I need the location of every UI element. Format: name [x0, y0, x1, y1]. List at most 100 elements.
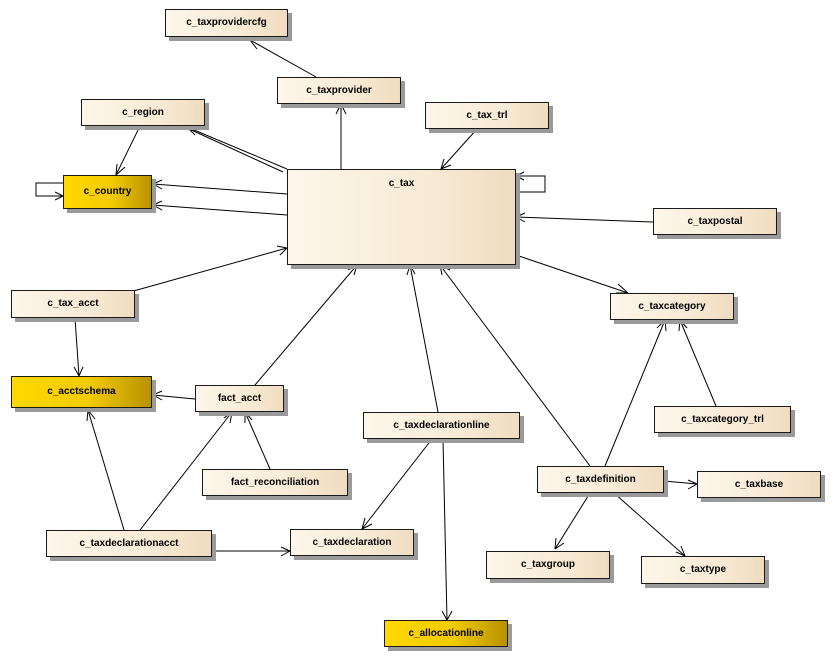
arrowhead [675, 551, 686, 557]
rel-taxdefinition-taxbase [663, 480, 698, 485]
arrowhead [361, 523, 373, 530]
arrowhead [152, 204, 163, 211]
arrowhead [515, 212, 526, 218]
entity-c_taxdefinition[interactable]: c_taxdefinition [537, 466, 664, 493]
arrowhead [439, 264, 451, 271]
entity-c_taxtype[interactable]: c_taxtype [641, 556, 765, 584]
entity-c_taxcategory_trl[interactable]: c_taxcategory_trl [654, 406, 791, 433]
arrowhead [440, 158, 445, 170]
arrowhead [54, 195, 64, 201]
arrowhead [152, 183, 163, 190]
arrowhead [554, 542, 565, 550]
arrowhead [353, 264, 358, 276]
arrowhead [515, 175, 525, 181]
entity-c_taxpostal[interactable]: c_taxpostal [653, 208, 777, 235]
rel-fact_acct-acctschema [152, 394, 196, 400]
rel-taxdeclarationline-taxdeclaration [361, 438, 433, 530]
entity-label: c_tax_acct [47, 298, 99, 309]
entity-label: c_taxpostal [687, 215, 743, 227]
rel-taxpostal-tax [515, 216, 654, 223]
arrowhead [186, 126, 196, 136]
rel-taxdefinition-taxtype [613, 492, 686, 557]
entity-c_allocationline[interactable]: c_allocationline [384, 620, 508, 647]
arrowhead [554, 537, 557, 550]
rel-taxcategory_trl-taxcategory [679, 319, 717, 407]
rel-tax-country-2 [152, 204, 288, 216]
arrowhead [441, 610, 448, 621]
entity-label: c_taxdeclaration [312, 536, 392, 548]
arrowhead [617, 283, 629, 294]
entity-c_tax[interactable]: c_tax [287, 169, 516, 265]
entity-label: c_taxgroup [521, 559, 575, 570]
arrowhead [409, 264, 416, 275]
arrowhead [361, 517, 366, 530]
arrowhead [152, 390, 163, 396]
entity-label: fact_acct [217, 392, 262, 404]
arrowhead [678, 319, 681, 332]
rel-country-self [35, 182, 63, 197]
rel-tax_acct-tax [129, 247, 288, 293]
entity-c_acctschema[interactable]: c_acctschema [11, 376, 152, 408]
arrowhead [249, 39, 258, 50]
arrowhead [680, 545, 686, 557]
entity-fact_acct[interactable]: fact_acct [195, 385, 284, 412]
entity-label: c_region [122, 106, 164, 118]
rel-taxdefinition-taxgroup [554, 492, 591, 550]
arrowhead [280, 550, 291, 557]
entity-c_region[interactable]: c_region [81, 99, 205, 126]
arrowhead [229, 411, 233, 424]
rel-tax_acct-acctschema [74, 317, 80, 377]
rel-taxdeclarationacct-acctschema [87, 409, 125, 531]
entity-label: c_taxdefinition [565, 473, 636, 485]
arrowhead [280, 546, 291, 552]
rel-tax_trl-tax [440, 128, 478, 170]
arrowhead [86, 409, 89, 422]
arrowhead [687, 479, 698, 485]
arrowhead [679, 319, 688, 329]
arrowhead [440, 164, 452, 170]
rel-region-country [115, 125, 141, 176]
entity-label: c_acctschema [47, 386, 116, 397]
arrowhead [279, 247, 288, 256]
arrowhead [244, 411, 253, 421]
entity-label: c_taxprovider [306, 84, 372, 96]
entity-label: fact_reconciliation [230, 476, 320, 488]
entity-c_country[interactable]: c_country [63, 175, 152, 209]
arrowhead [54, 191, 64, 197]
arrowhead [515, 171, 525, 177]
entity-label: c_taxtype [679, 564, 727, 575]
entity-c_taxbase[interactable]: c_taxbase [697, 471, 821, 498]
rel-taxprovider-taxprovidercfg [249, 39, 317, 78]
arrowhead [687, 483, 698, 490]
entity-fact_reconciliation[interactable]: fact_reconciliation [202, 469, 348, 496]
entity-c_taxprovider[interactable]: c_taxprovider [277, 77, 401, 104]
entity-c_taxdeclaration[interactable]: c_taxdeclaration [290, 529, 414, 556]
entity-label: c_taxbase [734, 478, 784, 490]
entity-label: c_taxprovidercfg [186, 17, 267, 28]
arrowhead [406, 264, 411, 276]
arrowhead [347, 264, 358, 271]
entity-c_taxgroup[interactable]: c_taxgroup [486, 551, 610, 579]
rel-taxdefinition-tax [439, 264, 591, 467]
entity-label: c_taxdeclarationacct [79, 537, 179, 549]
entity-c_tax_trl[interactable]: c_tax_trl [425, 102, 549, 129]
arrowhead [664, 319, 667, 332]
arrowhead [152, 394, 163, 401]
arrowhead [446, 610, 453, 621]
arrowhead [223, 411, 233, 419]
arrowhead [115, 163, 118, 176]
entity-c_taxprovidercfg[interactable]: c_taxprovidercfg [165, 9, 288, 37]
rel-taxdeclarationline-allocationline [442, 438, 448, 621]
rel-fact_reconciliation-fact_acct [244, 411, 271, 470]
entity-label: c_tax [388, 178, 415, 189]
entity-label: c_taxcategory_trl [681, 413, 764, 425]
arrowhead [73, 366, 80, 377]
entity-c_taxcategory[interactable]: c_taxcategory [610, 293, 734, 320]
arrowhead [276, 245, 288, 249]
entity-c_taxdeclarationacct[interactable]: c_taxdeclarationacct [46, 530, 212, 557]
entity-c_taxdeclarationline[interactable]: c_taxdeclarationline [363, 412, 520, 439]
entity-label: c_tax_trl [466, 109, 508, 121]
entity-c_tax_acct[interactable]: c_tax_acct [11, 290, 135, 318]
rel-taxdeclarationacct-fact_acct [139, 411, 233, 531]
